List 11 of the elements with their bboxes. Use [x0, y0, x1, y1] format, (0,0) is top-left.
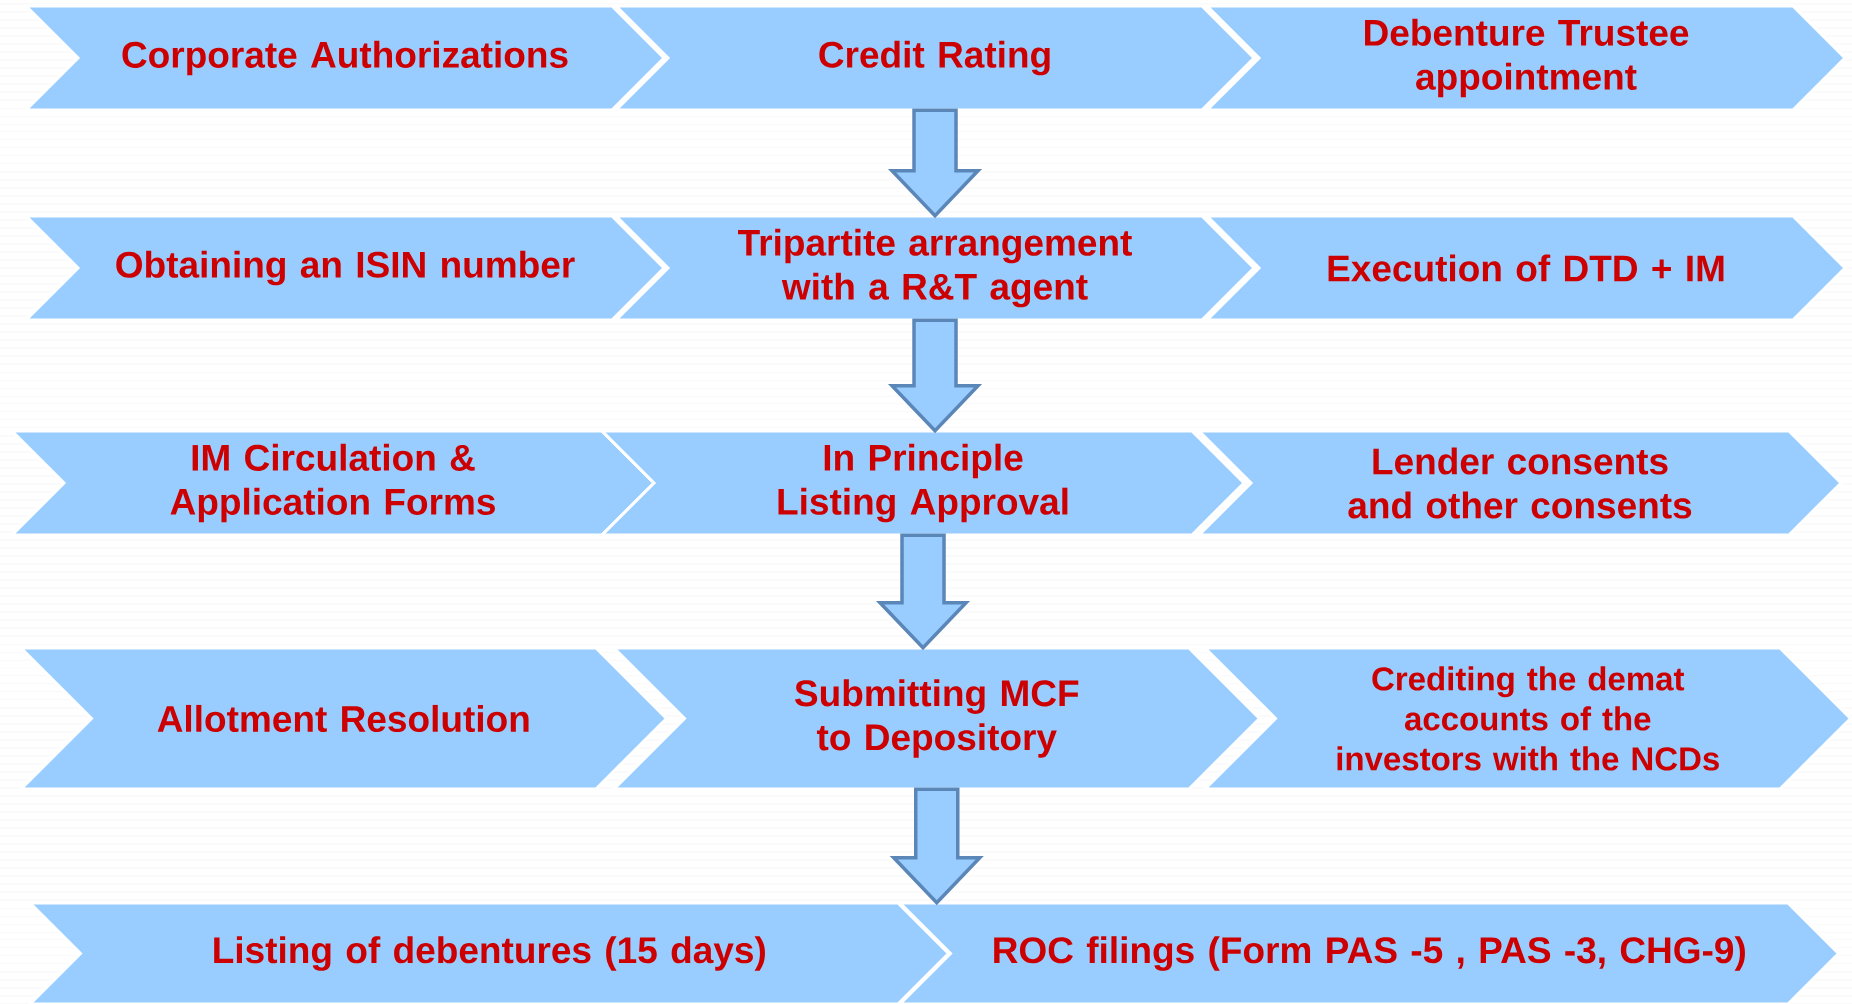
node-label: Debenture Trustee appointment [1365, 18, 1689, 98]
node-label: Execution of DTD + IM [1328, 254, 1724, 282]
down-arrow [875, 533, 971, 651]
chevron-box: In Principle Listing Approval [598, 429, 1247, 537]
node-label: Crediting the demat accounts of the investors with the NCDs [1337, 666, 1719, 771]
node-label: ROC filings (Form PAS -5 , PAS -3, CHG-9) [994, 936, 1745, 971]
down-arrow [889, 787, 984, 906]
down-arrow [887, 108, 983, 219]
node-label: Listing of debentures (15 days) [214, 936, 765, 971]
down-arrow [887, 318, 983, 434]
node-label: Lender consents and other consents [1348, 447, 1692, 519]
